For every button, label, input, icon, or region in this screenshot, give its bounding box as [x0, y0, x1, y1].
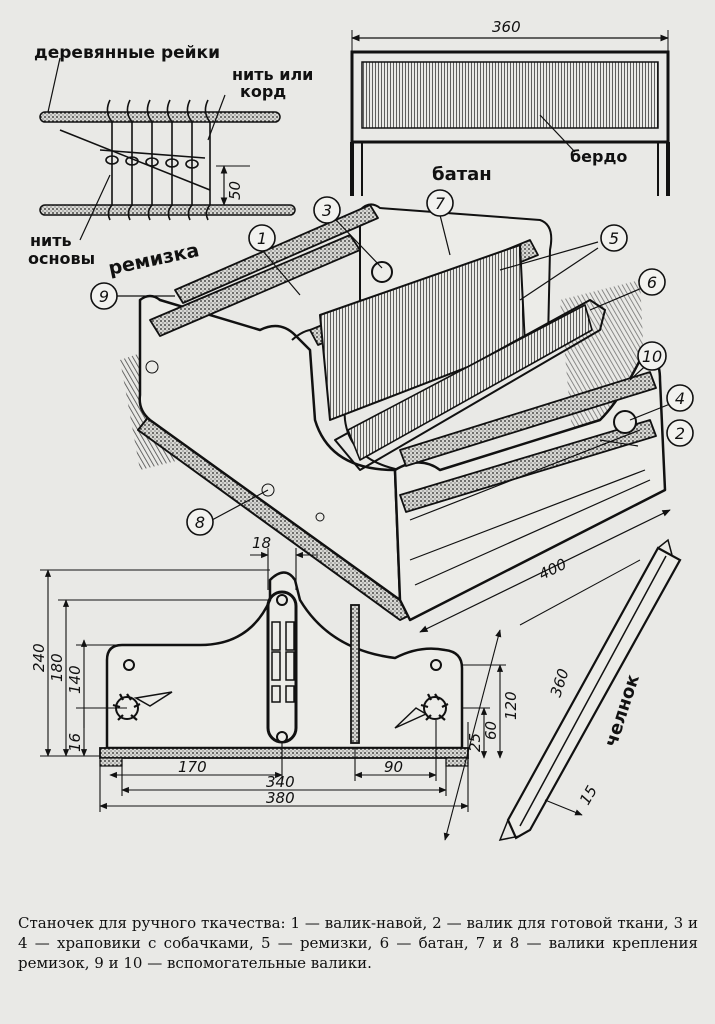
svg-text:8: 8: [195, 513, 205, 532]
svg-text:10: 10: [642, 347, 662, 366]
dim-16: 16: [66, 733, 84, 752]
shuttle: [443, 538, 682, 842]
batten-detail: 360 бердо батан: [350, 18, 670, 196]
callout-10: 10: [637, 341, 667, 371]
label-warp-thread-line2: основы: [28, 249, 95, 268]
heddle-detail: деревянные рейки нить или корд нить осно…: [28, 43, 313, 268]
svg-text:4: 4: [675, 389, 685, 408]
svg-text:6: 6: [647, 273, 657, 292]
dim-120: 120: [502, 691, 520, 720]
svg-text:2: 2: [675, 424, 685, 443]
label-warp-thread-line1: нить: [30, 231, 72, 250]
callout-7: 7: [426, 189, 454, 217]
dim-90: 90: [384, 758, 403, 776]
svg-text:3: 3: [322, 201, 332, 220]
callout-3: 3: [313, 196, 341, 224]
callout-1: 1: [248, 224, 276, 252]
svg-text:1: 1: [257, 229, 267, 248]
figure-caption: Станочек для ручного ткачества: 1 — вали…: [18, 914, 698, 972]
dim-50: 50: [226, 181, 244, 200]
callout-2: 2: [666, 419, 694, 447]
callout-5: 5: [600, 224, 628, 252]
dim-60: 60: [482, 721, 500, 740]
svg-text:7: 7: [435, 194, 446, 213]
loom-diagram: деревянные рейки нить или корд нить осно…: [28, 18, 694, 842]
callout-leaders: [116, 214, 671, 521]
label-wood-slats: деревянные рейки: [34, 43, 220, 63]
dim-170: 170: [178, 758, 207, 776]
dim-140: 140: [66, 665, 84, 694]
dim-240: 240: [30, 643, 48, 672]
dim-18: 18: [252, 534, 271, 552]
dim-380: 380: [266, 789, 295, 807]
loom-isometric: [120, 203, 667, 622]
dim-15: 15: [576, 782, 601, 808]
svg-text:9: 9: [99, 287, 109, 306]
callout-8: 8: [186, 508, 214, 536]
dim-180: 180: [48, 653, 66, 682]
svg-text:5: 5: [609, 229, 619, 248]
callout-9: 9: [90, 282, 118, 310]
label-reed: бердо: [570, 147, 627, 166]
side-elevation: [99, 571, 469, 767]
label-batten: батан: [432, 164, 492, 185]
label-thread-or-cord-line2: корд: [240, 82, 286, 101]
label-heddle: ремизка: [106, 239, 201, 280]
dim-340: 340: [266, 773, 295, 791]
dim-400: 400: [536, 555, 570, 584]
callout-6: 6: [638, 268, 666, 296]
dim-360-shuttle: 360: [547, 666, 573, 699]
callout-4: 4: [666, 384, 694, 412]
label-thread-or-cord-line1: нить или: [232, 65, 313, 84]
dim-360-batten: 360: [492, 18, 521, 36]
callouts: 1 2 3 4 5 6 7 8 9 10: [90, 189, 694, 536]
